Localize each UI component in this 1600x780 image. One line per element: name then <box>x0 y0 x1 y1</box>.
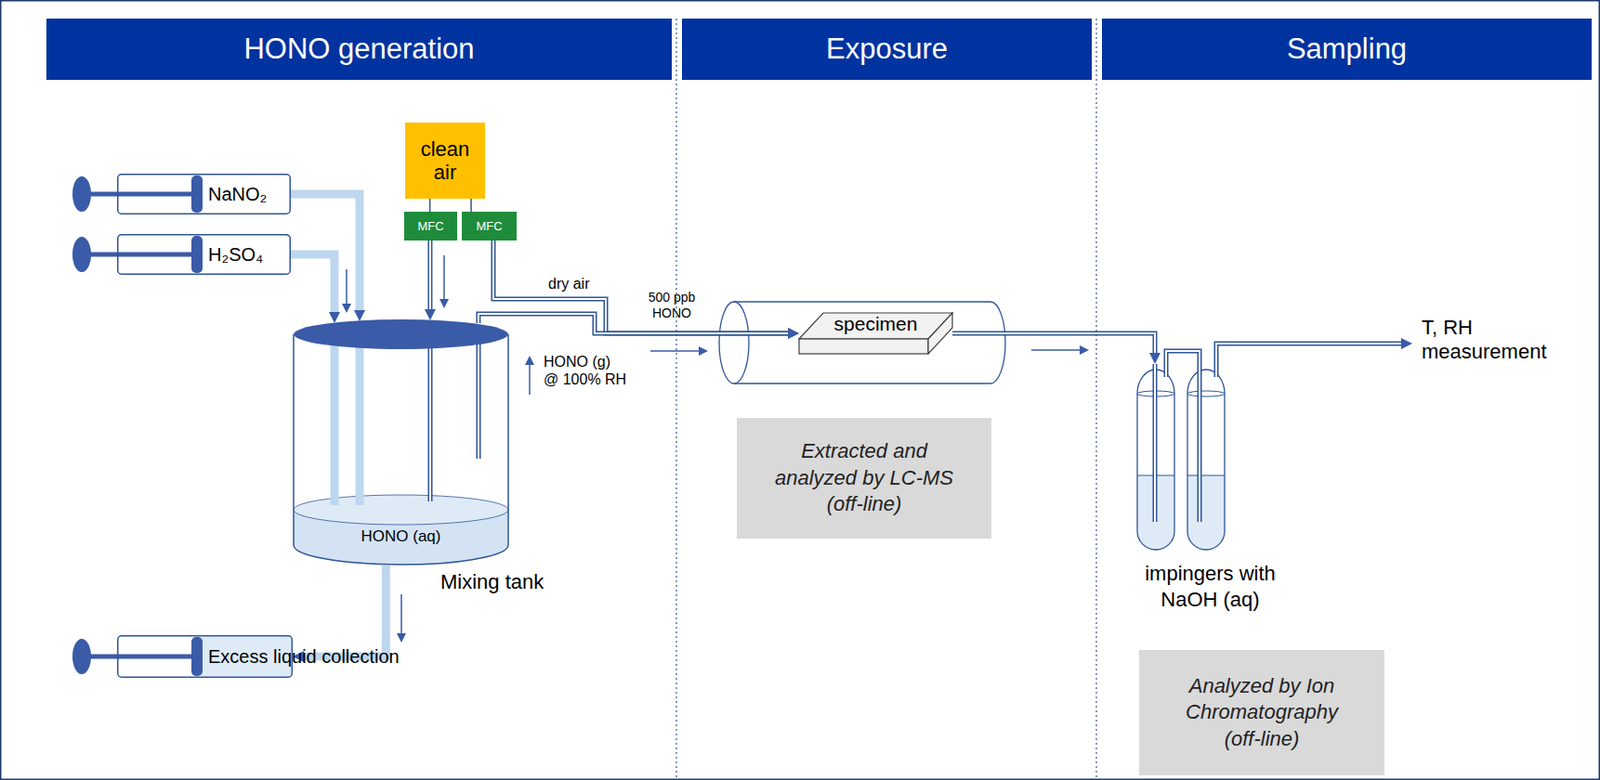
note-box: Analyzed by Ion Chromatography (off-line… <box>1139 650 1385 776</box>
tube-connector <box>952 333 1161 365</box>
syringe: H₂SO₄ <box>117 234 291 276</box>
air-source-box: clean air <box>405 122 486 199</box>
tube-connector <box>478 314 800 340</box>
syringe: NaNO₂ <box>117 173 291 215</box>
section-header: Exposure <box>681 18 1092 80</box>
node-text: HONO generation <box>243 32 474 66</box>
node-text: Exposure <box>826 32 948 66</box>
node-text: clean air <box>418 137 473 185</box>
measurement-label: T, RH measurement <box>1421 315 1561 366</box>
node-text: MFC <box>417 219 444 234</box>
divider <box>675 18 677 780</box>
section-header: Sampling <box>1101 18 1592 80</box>
edge-label: HONO (g) @ 100% RH <box>543 353 628 389</box>
syringe-plungers <box>72 176 197 675</box>
pipe-connector <box>290 254 341 324</box>
mfc-box: MFC <box>461 211 517 241</box>
divider <box>1095 18 1097 780</box>
node-text: impingers with NaOH (aq) <box>1128 561 1292 613</box>
node-text: specimen <box>823 313 929 336</box>
pipe-connector <box>290 194 366 322</box>
node-text: MFC <box>475 219 502 234</box>
node-text: H₂SO₄ <box>208 244 263 266</box>
edge-label: dry air <box>548 275 614 293</box>
thin-connector <box>429 198 431 212</box>
node-text: HONO (aq) <box>293 527 509 547</box>
node-text: Sampling <box>1286 32 1407 66</box>
specimen-slab: specimen <box>799 311 953 356</box>
exposure-tube <box>719 301 1006 384</box>
node-text: Excess liquid collection <box>208 646 400 669</box>
tube-connector <box>424 240 436 321</box>
node-text: NaNO₂ <box>208 183 267 206</box>
concentration-label: 500 ppb HONO <box>639 289 705 322</box>
node-text: Analyzed by Ion Chromatography (off-line… <box>1167 673 1357 754</box>
node-text: Extracted and analyzed by LC-MS (off-lin… <box>764 438 964 519</box>
impingers: impingers with NaOH (aq) <box>1128 364 1292 625</box>
node-text: Mixing tank <box>440 570 544 595</box>
note-box: Extracted and analyzed by LC-MS (off-lin… <box>736 418 992 539</box>
section-header: HONO generation <box>46 18 672 80</box>
thin-connector <box>471 198 473 212</box>
collection-syringe: Excess liquid collection <box>117 635 293 679</box>
tube-connector <box>493 240 800 340</box>
mfc-box: MFC <box>404 211 458 241</box>
mixing-tank: HONO (aq)Mixing tank <box>293 319 509 566</box>
